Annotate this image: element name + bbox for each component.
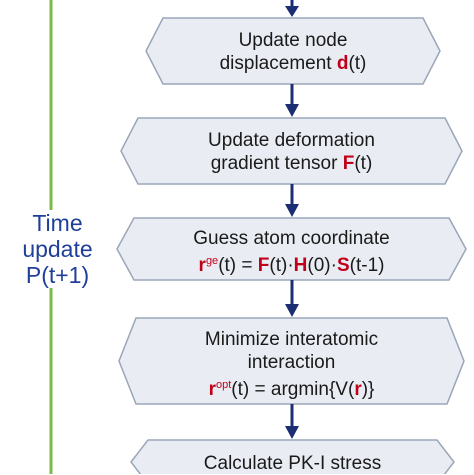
step-box-calculate-pk-stress [130,439,455,474]
step-1-line1: Update node [238,30,348,51]
step-3-text: Guess atom coordinate rge(t) = F(t)·H(0)… [117,227,466,277]
arrow-into-step-1 [285,0,299,17]
step-4-line1: Minimize interatomic [204,329,379,350]
step-box-update-deformation-gradient [120,117,463,185]
time-update-label: Time update P(t+1) [10,210,105,288]
step-2-line2: gradient tensor F(t) [210,153,373,174]
step-box-update-node-displacement [145,17,441,85]
step-2-text: Update deformation gradient tensor F(t) [121,129,462,175]
step-5-text: Calculate PK-I stress [131,452,454,475]
time-update-line1: Time [32,210,83,236]
arrow-step-3-to-4 [285,280,299,317]
step-box-minimize-interaction [118,317,465,405]
step-5-line1: Calculate PK-I stress [203,453,382,474]
step-4-text: Minimize interatomic interaction ropt(t)… [119,328,464,401]
time-update-line3: P(t+1) [25,262,90,288]
step-3-equation: rge(t) = F(t)·H(0)·S(t-1) [198,255,385,276]
step-1-line2: displacement d(t) [219,53,367,74]
step-2-line1: Update deformation [208,130,375,151]
step-1-text: Update node displacement d(t) [146,29,440,75]
time-update-line2: update [22,236,93,262]
step-3-line1: Guess atom coordinate [193,228,390,249]
step-box-guess-atom-coordinate [116,217,467,281]
arrow-step-4-to-5 [285,404,299,439]
step-4-equation: ropt(t) = argmin{V(r)} [208,379,375,400]
arrow-step-2-to-3 [285,184,299,217]
arrow-step-1-to-2 [285,84,299,117]
step-4-line2: interaction [247,352,336,373]
